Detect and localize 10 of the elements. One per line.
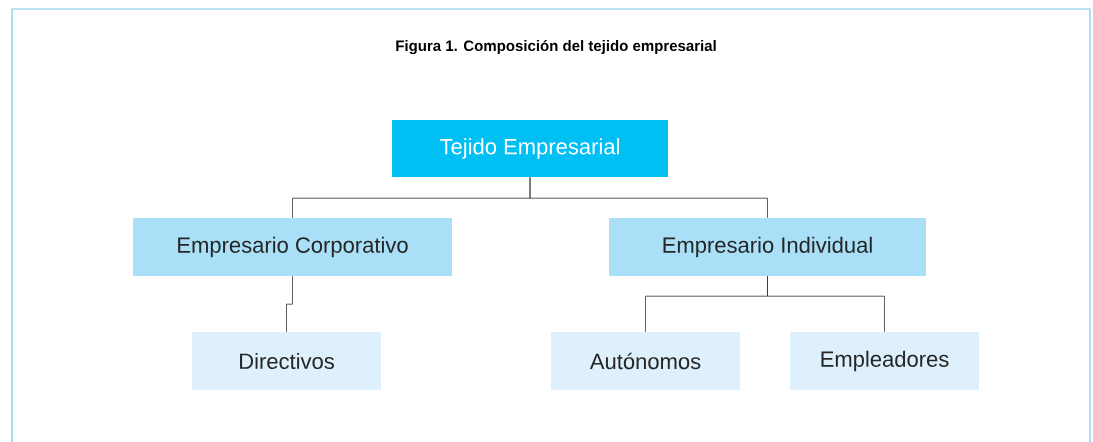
leaf-box: Directivos [192, 332, 381, 390]
figure-title: Figura 1. Composición del tejido empresarial [396, 39, 716, 55]
leaf-box: Empleadores [790, 332, 979, 390]
connector-line [529, 176, 768, 219]
root-box: Tejido Empresarial [392, 120, 668, 177]
category-box: Empresario Corporativo [133, 218, 452, 276]
connector-line [286, 275, 293, 333]
connector-line [767, 275, 885, 333]
category-box: Empresario Individual [609, 218, 926, 276]
leaf-box: Autónomos [551, 332, 740, 390]
